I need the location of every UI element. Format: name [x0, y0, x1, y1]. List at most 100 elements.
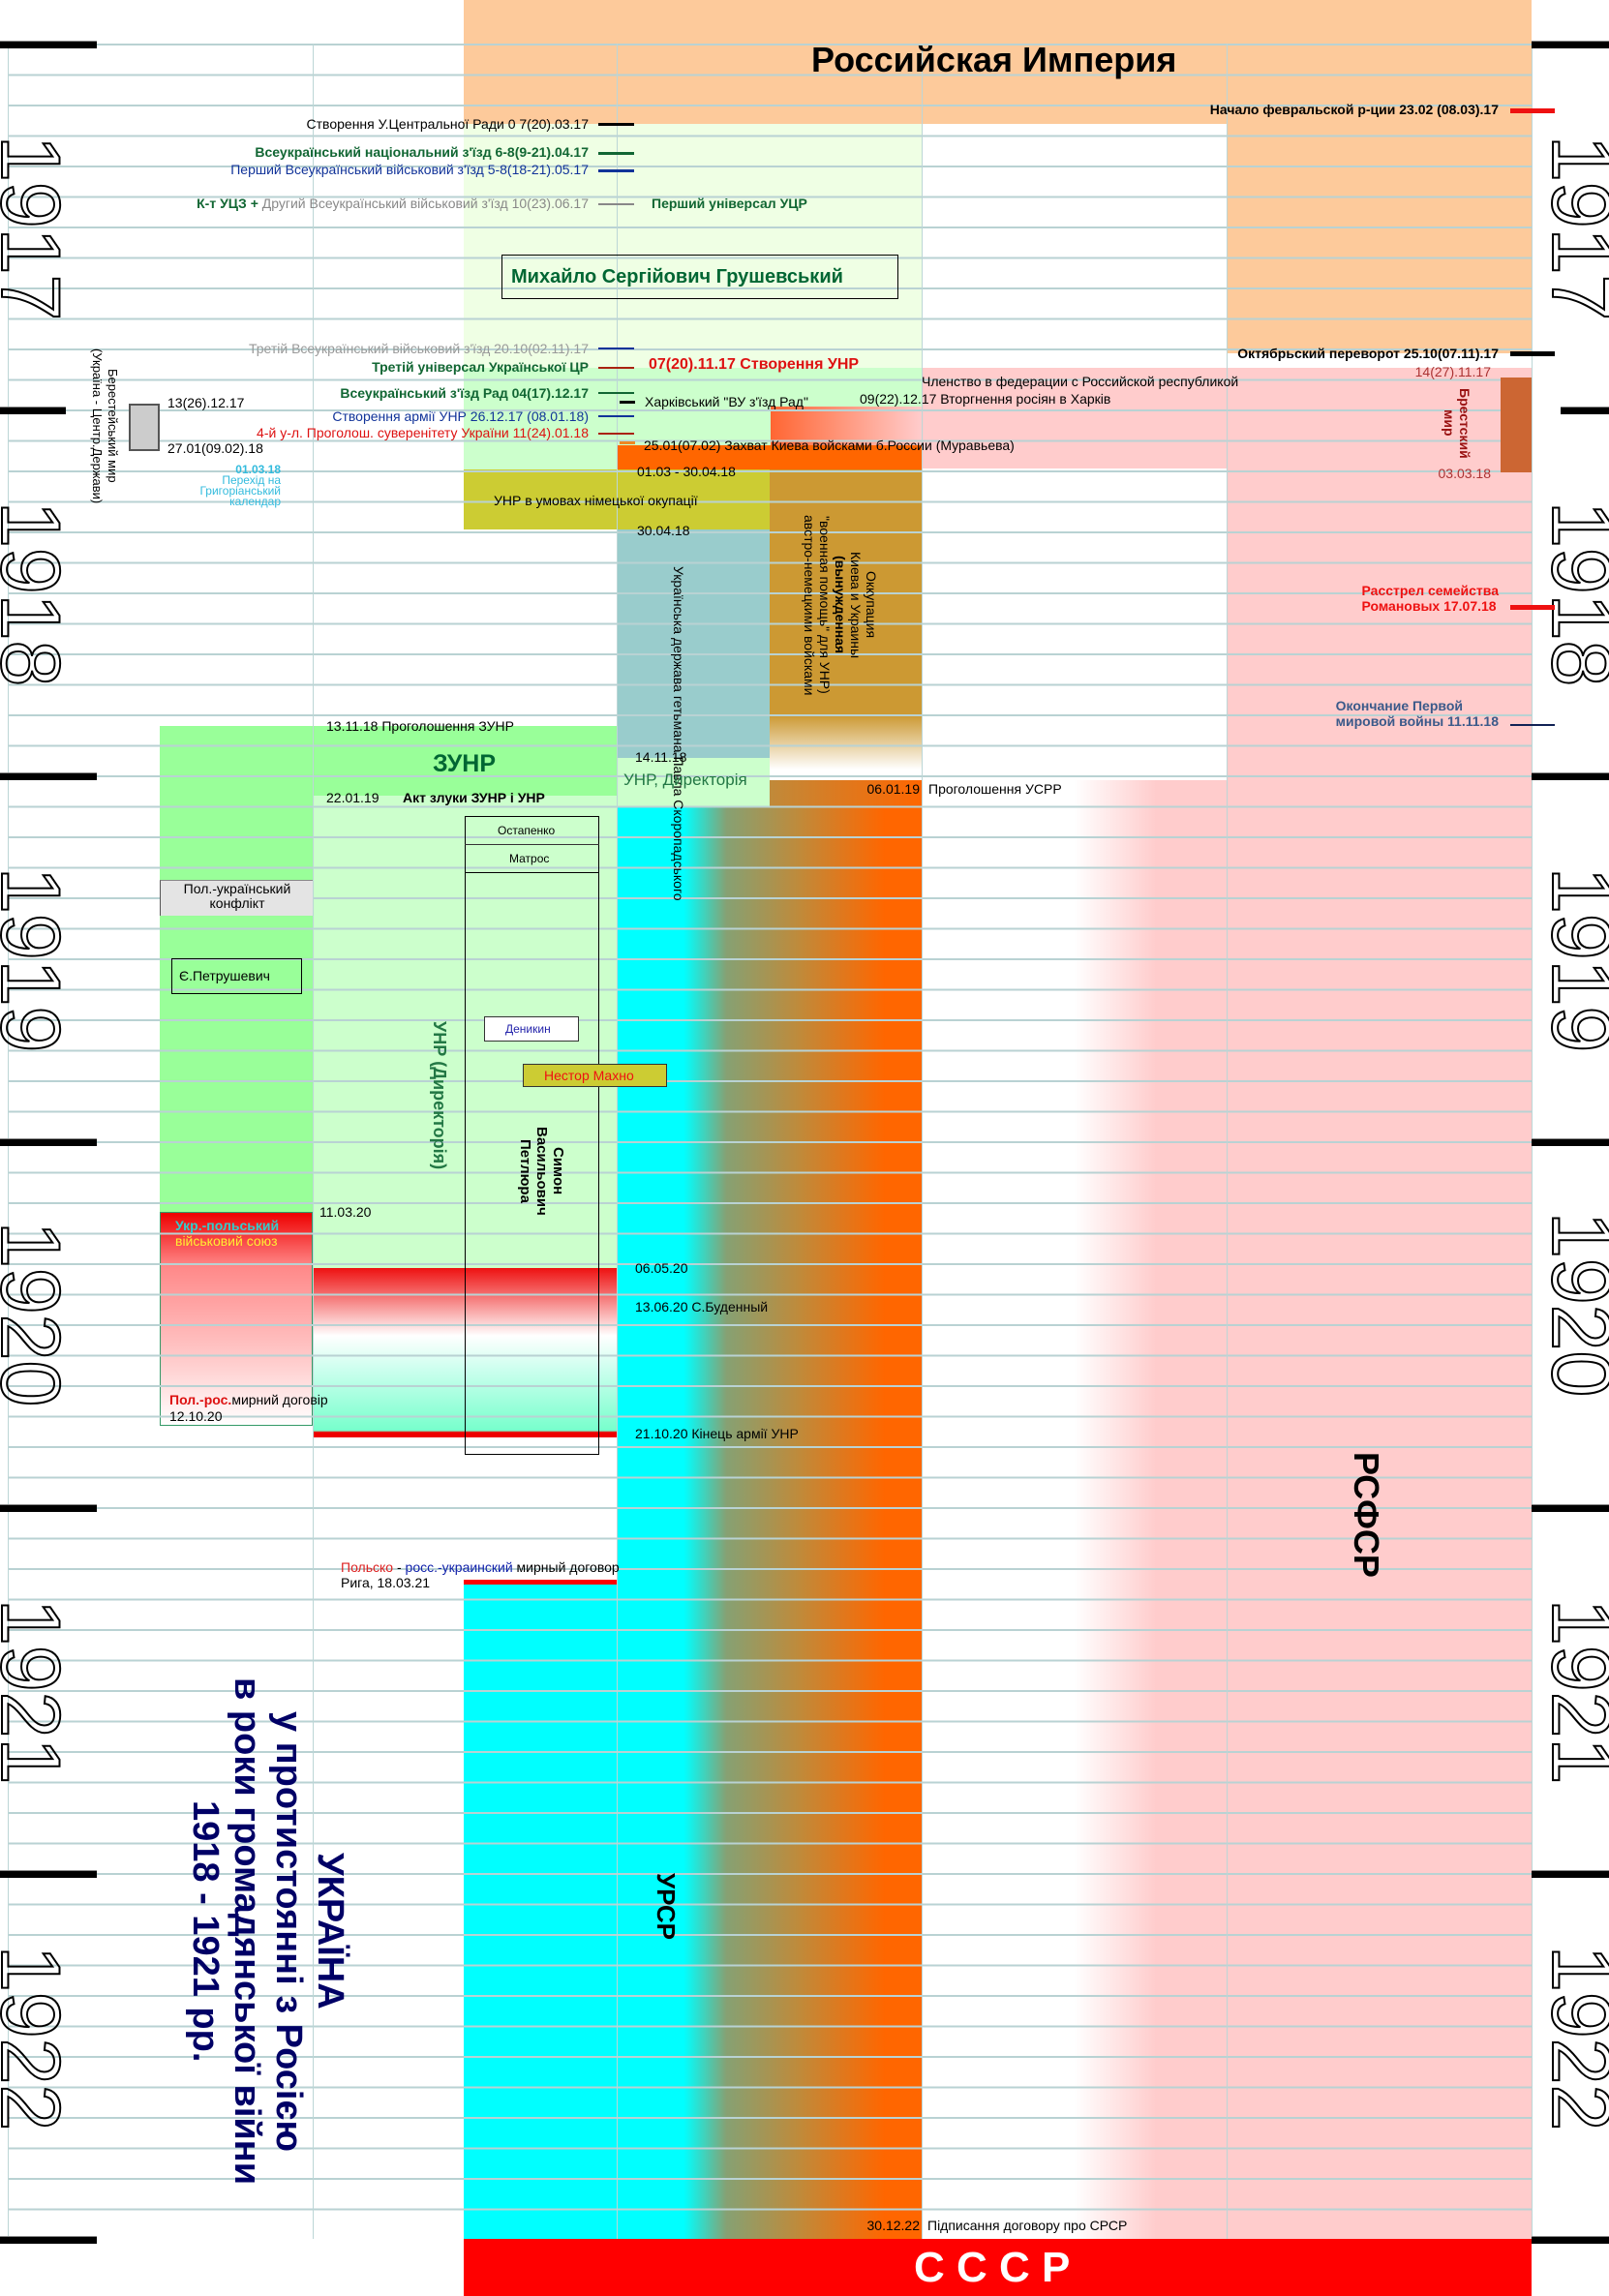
event-tick: [598, 433, 634, 435]
event-tick: [598, 152, 634, 155]
usrr-date: 06.01.19: [866, 781, 921, 797]
event-unr-army: Створення армії УНР 26.12.17 (08.01.18): [332, 408, 589, 424]
ww1-line: Окончание Первой: [1335, 698, 1463, 713]
ww1-line: мировой войны 11.11.18: [1335, 713, 1499, 729]
year-tick-left: [0, 407, 66, 414]
event-tick: [598, 123, 634, 126]
union-act-label: Акт злуки ЗУНР і УНР: [403, 790, 545, 805]
russian-empire-label: Российская Империя: [811, 40, 1177, 79]
riga-treaty-bar: [464, 1580, 617, 1585]
riga-dash: -: [393, 1559, 406, 1575]
pol-ros-peace-date: 12.10.20: [169, 1408, 223, 1424]
riga-date: Рига, 18.03.21: [341, 1575, 431, 1590]
unr-directoria-vertical-label: УНР (Директорія): [430, 1021, 449, 1170]
russian-empire-region-right: [1227, 124, 1532, 353]
main-title: УКРАЇНА у протистоянні з Росією в роки г…: [184, 1612, 350, 2251]
occupation-line: Киева и Украины: [848, 551, 864, 658]
rsfsr-label: РСФСР: [1347, 1452, 1386, 1578]
event-fourth-universal: 4-й у-л. Проголош. суверенітету України …: [257, 425, 589, 440]
event-third-universal: Третій універсал Української ЦР: [372, 359, 589, 375]
romanov-line: Романовых 17.07.18: [1361, 598, 1497, 614]
unr-german-occupation-label: УНР в умовах німецької окупації: [494, 493, 698, 508]
rsfsr-mid-region: [922, 780, 1227, 2239]
rada-period-region: [464, 124, 922, 368]
grid-column-line: [617, 44, 618, 2239]
title-line-2: у протистоянні з Росією: [268, 1710, 309, 2152]
event-ww1-end: Окончание Первой мировой войны 11.11.18: [1336, 698, 1499, 729]
event-tick: [1510, 351, 1555, 356]
berest-mir-bar: [129, 404, 160, 451]
event-first-military: Перший Всеукраїнський військовий з'їзд 5…: [230, 162, 589, 177]
year-tick-left: [0, 41, 97, 48]
year-tick-left: [0, 772, 97, 780]
occupation-line: Оккупация: [864, 571, 879, 639]
berest-mir-line: Берестейський мир: [106, 369, 120, 483]
title-line-3: в роки громадянської війни: [227, 1677, 267, 2186]
event-tick: [598, 415, 634, 417]
year-label-left: 1922: [0, 1945, 77, 2131]
event-tick: [598, 392, 634, 394]
denikin-label: Деникин: [505, 1022, 551, 1036]
event-unr-creation: 07(20).11.17 Створення УНР: [649, 356, 860, 373]
event-tick: [620, 441, 635, 444]
brest-mir-text: Брестский мир: [1442, 387, 1472, 459]
berest-end-date: 27.01(09.02).18: [167, 440, 263, 456]
berest-start-date: 13(26).12.17: [167, 395, 245, 410]
year-label-right: 1922: [1533, 1945, 1609, 2131]
ostapenko-label: Остапенко: [498, 824, 556, 837]
year-label-left: 1918: [0, 500, 77, 687]
occupation-line: (вынужденная: [833, 556, 848, 654]
makhno-label: Нестор Махно: [544, 1068, 634, 1083]
year-tick-left: [0, 1138, 97, 1146]
brest-mir-bar: [1501, 378, 1532, 472]
riga-russ-ukr: росс.-украинский: [405, 1559, 513, 1575]
hetmanate-region: [617, 529, 770, 758]
title-line-1: УКРАЇНА: [310, 1853, 350, 2009]
occupation-label: Оккупация Киева и Украины (вынужденная "…: [802, 489, 879, 721]
zunr-label: ЗУНР: [433, 750, 496, 777]
berest-mir-line: (Україна - Центр.Держави): [90, 347, 105, 504]
year-tick-left: [0, 1504, 97, 1512]
usrr-proclamation: Проголошення УСРР: [928, 781, 1062, 797]
union-act-date: 22.01.19: [326, 790, 379, 805]
event-soviets-congress: Всеукраїнський з'їзд Рад 04(17).12.17: [340, 385, 589, 401]
ursr-region: [617, 806, 922, 2239]
event-third-military: Третій Всеукраїнський військовий з'їзд 2…: [248, 341, 589, 356]
occupation-line: "военная помощь" для УНР): [817, 516, 833, 694]
year-label-left: 1921: [0, 1598, 77, 1785]
date-06-05-20: 06.05.20: [635, 1260, 688, 1276]
matros-label: Матрос: [509, 852, 550, 865]
berest-mir-label: Берестейський мир (Україна - Центр.Держа…: [89, 324, 120, 528]
event-kharkiv-invasion: 09(22).12.17 Вторгнення росіян в Харків: [860, 391, 1111, 407]
petlyura-text: Симон Васильович Петлюра: [517, 1127, 566, 1216]
peace-treaty-label: мирний договір: [231, 1392, 328, 1407]
year-tick-right: [1532, 2236, 1609, 2244]
unr-army-end-event: 21.10.20 Кінець армії УНР: [635, 1426, 799, 1441]
calendar-change: 01.03.18 Перехід на Григоріанський кален…: [199, 464, 281, 507]
event-feb-revolution: Начало февральской р-ции 23.02 (08.03).1…: [1209, 102, 1499, 117]
ukr-pol-union-label-2: військовий союз: [175, 1233, 278, 1249]
ussr-treaty-date: 30.12.22: [866, 2218, 921, 2233]
year-label-right: 1921: [1533, 1598, 1609, 1785]
unr-german-dates: 01.03 - 30.04.18: [637, 464, 736, 479]
event-tick: [598, 203, 634, 205]
brest-mir-label: Брестский мир: [1440, 379, 1472, 467]
event-kyiv-capture: 25.01(07.02) Захват Киева войсками б.Рос…: [644, 438, 1015, 453]
hetmanate-label: Українська держава гетьмана Павла Скороп…: [670, 566, 686, 901]
year-tick-left: [0, 2236, 97, 2244]
year-tick-right: [1532, 772, 1609, 780]
petlyura-label: Симон Васильович Петлюра: [517, 1123, 566, 1220]
budenny-event: 13.06.20 С.Буденный: [635, 1299, 769, 1314]
event-national-congress: Всеукраїнський національний з'їзд 6-8(9-…: [255, 144, 589, 160]
year-label-left: 1920: [0, 1221, 77, 1407]
event-kharkiv-congress: Харківський "ВУ з'їзд Рад": [645, 394, 808, 409]
event-central-rada: Створення У.Центральної Ради 0 7(20).03.…: [306, 116, 589, 132]
pol-ukr-conflict-text: Пол.-український конфлікт: [183, 881, 291, 911]
riga-treaty: Польско - росс.-украинский мирный догово…: [341, 1559, 620, 1575]
event-first-universal: Перший універсал УЦР: [652, 196, 807, 211]
year-tick-left: [0, 1870, 97, 1878]
hrushevsky-label: Михайло Сергійович Грушевський: [511, 266, 843, 287]
rsfsr-region: [1227, 368, 1532, 2239]
ussr-treaty: Підписання договору про СРСР: [927, 2218, 1128, 2233]
ucz-label: К-т УЦЗ +: [197, 196, 262, 211]
